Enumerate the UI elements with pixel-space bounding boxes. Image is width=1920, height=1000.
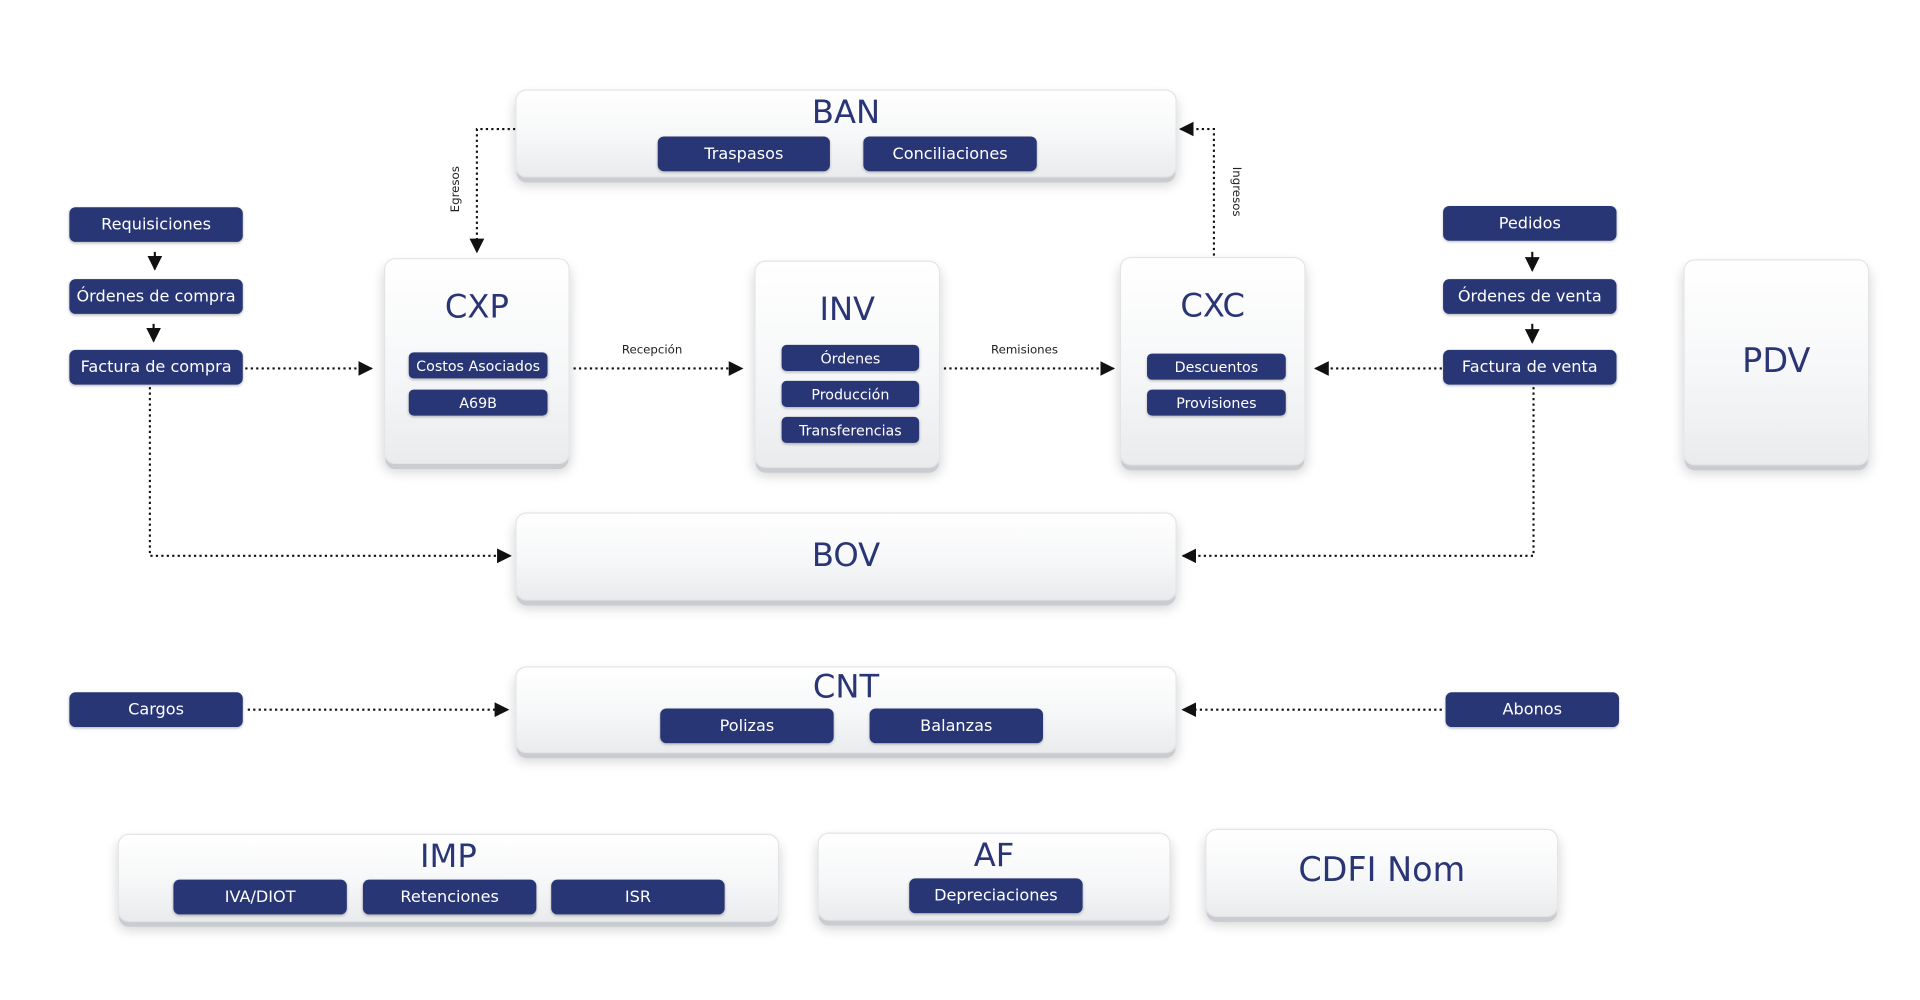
balanzas-button[interactable]: Balanzas xyxy=(869,708,1043,744)
egresos-connector xyxy=(469,127,516,254)
module-pdv-title: PDV xyxy=(1742,342,1811,381)
module-cnt-title: CNT xyxy=(812,668,880,706)
ordenes-de-venta-button[interactable]: Órdenes de venta xyxy=(1443,279,1617,314)
ingresos-label: Ingresos xyxy=(1229,166,1244,217)
module-inv-title: INV xyxy=(819,291,876,329)
abonos-button[interactable]: Abonos xyxy=(1445,692,1619,728)
provisiones-button[interactable]: Provisiones xyxy=(1147,389,1286,416)
module-cxp-title: CXP xyxy=(444,289,509,327)
recepcion-label: Recepción xyxy=(621,343,683,358)
module-cxc-title: CXC xyxy=(1180,287,1246,326)
isr-button[interactable]: ISR xyxy=(551,879,725,915)
module-af[interactable]: AF Depreciaciones xyxy=(817,832,1171,921)
factura-de-venta-button[interactable]: Factura de venta xyxy=(1443,349,1617,385)
pedidos-button[interactable]: Pedidos xyxy=(1443,205,1617,241)
module-cdfi-nom[interactable]: CDFI Nom xyxy=(1205,828,1559,917)
ingresos-connector xyxy=(1179,121,1215,256)
module-cdfi-nom-title: CDFI Nom xyxy=(1298,851,1466,890)
module-cnt[interactable]: CNT Polizas Balanzas xyxy=(515,666,1177,754)
ordenes-button[interactable]: Órdenes xyxy=(781,344,920,371)
a69b-button[interactable]: A69B xyxy=(408,389,548,416)
descuentos-button[interactable]: Descuentos xyxy=(1147,353,1286,380)
conciliaciones-button[interactable]: Conciliaciones xyxy=(863,136,1037,172)
costos-asociados-button[interactable]: Costos Asociados xyxy=(408,352,548,379)
depreciaciones-button[interactable]: Depreciaciones xyxy=(909,878,1083,914)
module-pdv[interactable]: PDV xyxy=(1683,259,1870,466)
module-ban[interactable]: BAN Traspasos Conciliaciones xyxy=(515,89,1177,178)
egresos-label: Egresos xyxy=(449,166,463,213)
module-imp[interactable]: IMP IVA/DIOT Retenciones ISR xyxy=(117,833,780,922)
iva-diot-button[interactable]: IVA/DIOT xyxy=(173,879,347,915)
factura-de-compra-button[interactable]: Factura de compra xyxy=(69,349,243,385)
remisiones-label: Remisiones xyxy=(990,343,1059,358)
ordenes-de-compra-button[interactable]: Órdenes de compra xyxy=(69,279,243,314)
module-bov[interactable]: BOV xyxy=(515,512,1177,601)
module-af-title: AF xyxy=(973,837,1015,875)
produccion-button[interactable]: Producción xyxy=(781,380,920,407)
transferencias-button[interactable]: Transferencias xyxy=(781,416,920,443)
requisiciones-button[interactable]: Requisiciones xyxy=(69,207,243,242)
traspasos-button[interactable]: Traspasos xyxy=(657,136,830,172)
retenciones-button[interactable]: Retenciones xyxy=(362,879,537,915)
cargos-button[interactable]: Cargos xyxy=(69,692,243,728)
module-cxc[interactable]: CXC Descuentos Provisiones xyxy=(1119,256,1306,466)
module-imp-title: IMP xyxy=(420,838,477,876)
polizas-button[interactable]: Polizas xyxy=(660,708,834,744)
module-inv[interactable]: INV Órdenes Producción Transferencias xyxy=(754,260,941,468)
module-ban-title: BAN xyxy=(811,94,881,132)
module-bov-title: BOV xyxy=(811,537,881,575)
module-cxp[interactable]: CXP Costos Asociados A69B xyxy=(383,258,570,465)
